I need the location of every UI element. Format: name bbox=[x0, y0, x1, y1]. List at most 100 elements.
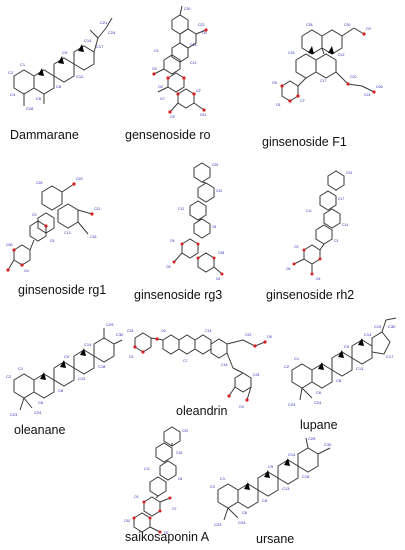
svg-text:C13: C13 bbox=[64, 231, 70, 235]
svg-text:O4: O4 bbox=[316, 277, 321, 281]
svg-text:C13: C13 bbox=[356, 366, 364, 371]
svg-text:O26: O26 bbox=[376, 85, 383, 89]
svg-text:C22: C22 bbox=[198, 23, 204, 27]
svg-text:O4: O4 bbox=[24, 269, 29, 273]
svg-text:C29: C29 bbox=[182, 429, 188, 433]
svg-text:C12: C12 bbox=[76, 74, 84, 79]
svg-text:C14: C14 bbox=[84, 342, 92, 347]
svg-text:C29: C29 bbox=[308, 436, 316, 441]
svg-text:C24: C24 bbox=[34, 410, 42, 415]
label-oleanane: oleanane bbox=[14, 423, 66, 437]
svg-text:O10: O10 bbox=[124, 519, 130, 523]
svg-text:C30: C30 bbox=[344, 23, 350, 27]
svg-text:C18: C18 bbox=[176, 451, 182, 455]
svg-text:C16: C16 bbox=[221, 363, 227, 367]
svg-text:C4: C4 bbox=[10, 92, 16, 97]
svg-text:C14: C14 bbox=[364, 332, 372, 337]
svg-text:C8: C8 bbox=[336, 378, 342, 383]
svg-text:C21: C21 bbox=[94, 207, 100, 211]
svg-text:C1: C1 bbox=[220, 476, 226, 481]
svg-text:O5: O5 bbox=[267, 335, 272, 339]
svg-text:C18: C18 bbox=[302, 474, 310, 479]
svg-text:C1: C1 bbox=[20, 62, 26, 67]
svg-text:C1: C1 bbox=[18, 366, 24, 371]
svg-text:O2: O2 bbox=[294, 245, 299, 249]
svg-text:C24: C24 bbox=[108, 30, 116, 35]
svg-text:C14: C14 bbox=[84, 38, 92, 43]
label-ginsenoside-rg1: ginsenoside rg1 bbox=[18, 283, 107, 297]
svg-text:C20: C20 bbox=[216, 189, 222, 193]
svg-text:C17: C17 bbox=[338, 197, 344, 201]
svg-text:C20: C20 bbox=[350, 75, 356, 79]
svg-text:C6: C6 bbox=[36, 96, 42, 101]
svg-text:O2: O2 bbox=[158, 85, 163, 89]
svg-text:O2: O2 bbox=[161, 329, 166, 333]
svg-text:C9: C9 bbox=[32, 213, 37, 217]
svg-text:C9: C9 bbox=[64, 354, 70, 359]
label-saikosaponin-a: saikosaponin A bbox=[125, 530, 210, 544]
svg-text:C14: C14 bbox=[288, 452, 296, 457]
label-ginsenoside-f1: ginsenoside F1 bbox=[262, 135, 347, 149]
svg-text:C8: C8 bbox=[262, 498, 268, 503]
svg-text:C2: C2 bbox=[284, 364, 290, 369]
svg-text:C2: C2 bbox=[8, 70, 14, 75]
svg-text:C30: C30 bbox=[388, 324, 396, 329]
svg-text:C14: C14 bbox=[342, 223, 348, 227]
svg-text:C6: C6 bbox=[316, 390, 322, 395]
svg-text:C13: C13 bbox=[282, 486, 290, 491]
svg-text:C24: C24 bbox=[238, 520, 246, 525]
svg-text:C2': C2' bbox=[196, 89, 201, 93]
svg-text:O9: O9 bbox=[166, 265, 171, 269]
svg-text:C3: C3 bbox=[334, 239, 338, 243]
svg-text:O18: O18 bbox=[218, 251, 224, 255]
svg-text:C34: C34 bbox=[127, 329, 133, 333]
label-gensenoside-ro: gensenoside ro bbox=[125, 128, 211, 142]
svg-text:C1: C1 bbox=[294, 356, 300, 361]
svg-text:O4: O4 bbox=[202, 31, 207, 35]
svg-text:C9: C9 bbox=[154, 49, 159, 53]
svg-text:C8: C8 bbox=[212, 225, 216, 229]
svg-text:C13: C13 bbox=[190, 61, 196, 65]
label-ginsenoside-rh2: ginsenoside rh2 bbox=[266, 288, 355, 302]
svg-text:C28: C28 bbox=[26, 106, 34, 111]
svg-text:C9: C9 bbox=[344, 344, 350, 349]
svg-text:C29: C29 bbox=[106, 322, 114, 327]
svg-text:O23: O23 bbox=[76, 177, 83, 181]
svg-text:O5: O5 bbox=[272, 81, 277, 85]
svg-text:C12: C12 bbox=[338, 53, 344, 57]
svg-text:O3: O3 bbox=[134, 495, 139, 499]
svg-text:O3: O3 bbox=[152, 67, 157, 71]
svg-text:C30: C30 bbox=[184, 7, 190, 11]
svg-text:O11: O11 bbox=[200, 113, 206, 117]
svg-text:C7: C7 bbox=[183, 359, 188, 363]
svg-text:C7': C7' bbox=[300, 99, 305, 103]
svg-text:C14: C14 bbox=[205, 329, 211, 333]
svg-text:C5: C5 bbox=[50, 239, 55, 243]
svg-text:O3: O3 bbox=[366, 27, 371, 31]
svg-text:C28: C28 bbox=[306, 23, 312, 27]
svg-text:C17: C17 bbox=[386, 354, 394, 359]
svg-text:C6': C6' bbox=[164, 531, 169, 535]
svg-text:C17: C17 bbox=[320, 79, 326, 83]
svg-text:O1: O1 bbox=[129, 355, 134, 359]
svg-text:C25: C25 bbox=[212, 163, 218, 167]
svg-text:O7: O7 bbox=[172, 507, 177, 511]
svg-text:C11: C11 bbox=[306, 209, 312, 213]
svg-text:O3: O3 bbox=[239, 405, 244, 409]
svg-text:C24: C24 bbox=[346, 171, 352, 175]
svg-text:O30: O30 bbox=[6, 243, 13, 247]
svg-text:C24: C24 bbox=[314, 400, 322, 405]
svg-text:C5': C5' bbox=[170, 115, 175, 119]
svg-text:C6': C6' bbox=[216, 277, 221, 281]
svg-text:C8: C8 bbox=[58, 388, 64, 393]
svg-text:O6: O6 bbox=[286, 267, 291, 271]
